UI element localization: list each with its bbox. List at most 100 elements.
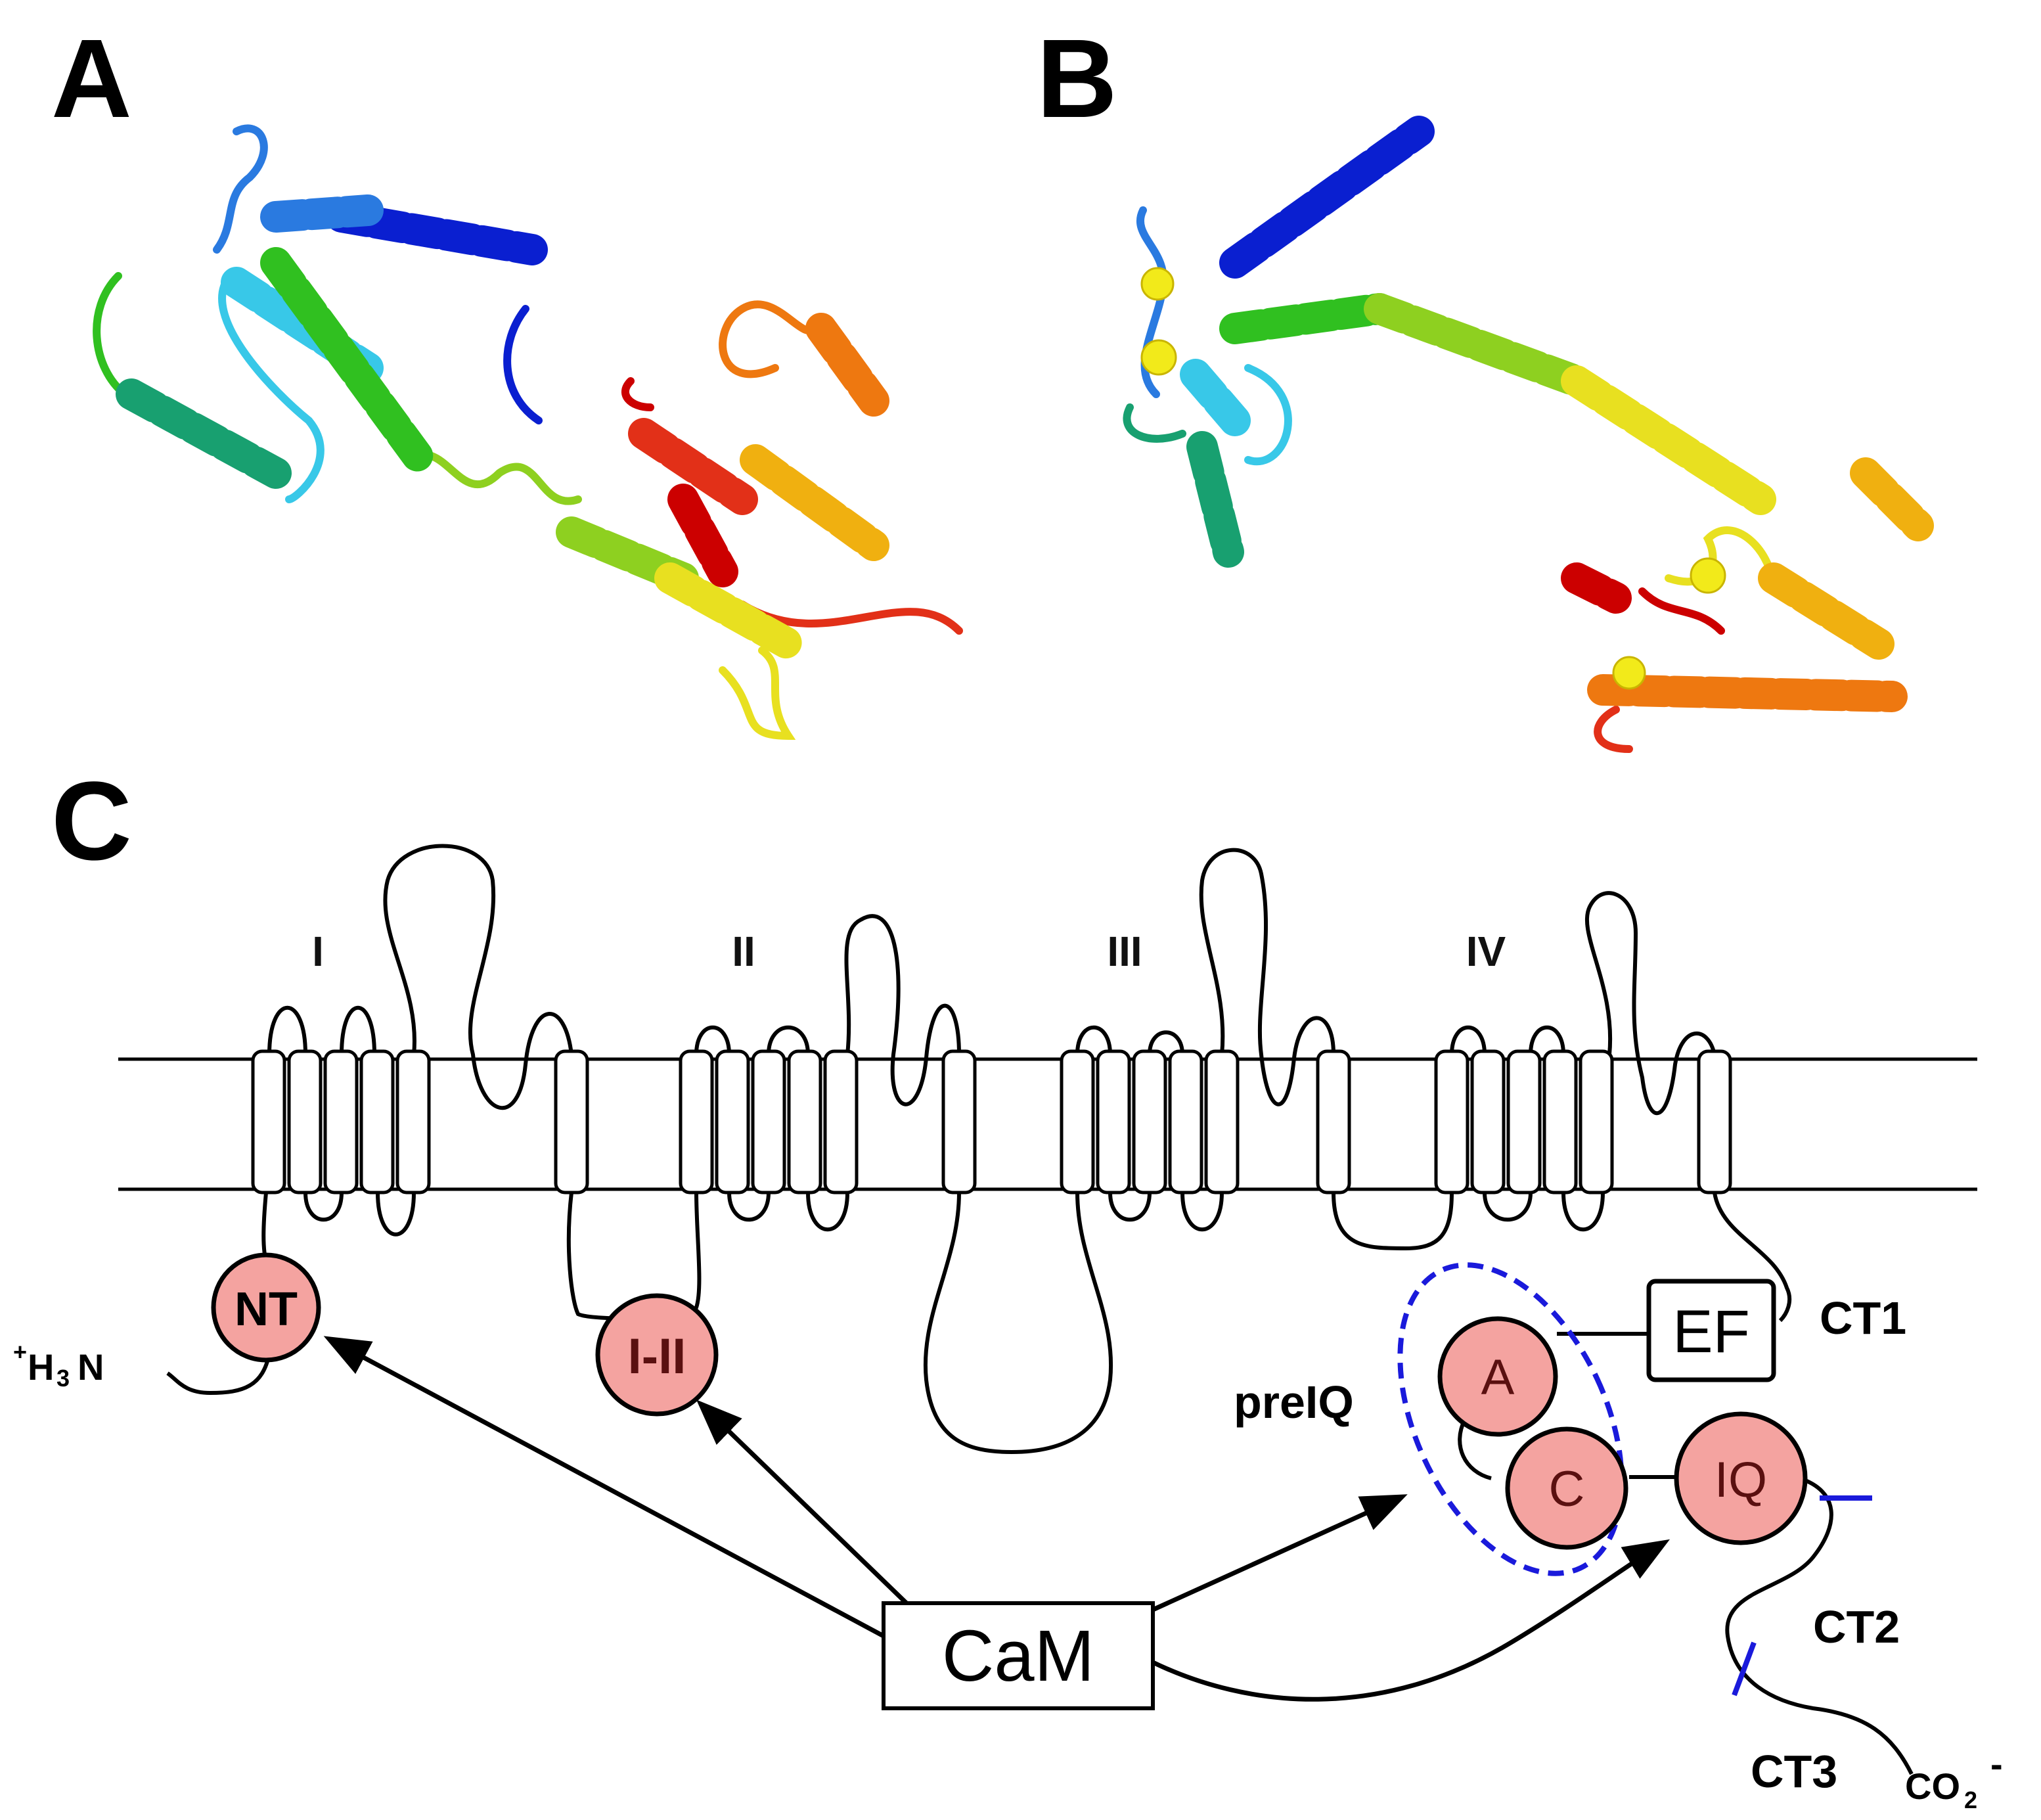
arrow-cam-to-i-ii [696,1399,908,1605]
ef-box-label: EF [1672,1298,1750,1365]
coil-a-1 [213,124,268,254]
helix-b-9 [1587,674,1908,712]
helix-a-8 [628,418,758,515]
panel-a: A [51,16,963,740]
helix-b-8 [1758,562,1895,660]
helix-a-7 [654,562,804,660]
ct1-label: CT1 [1820,1292,1906,1344]
ic-loop-1a [303,1192,344,1222]
segment-2-s6 [941,1049,977,1194]
repeat-4-segments [1434,1049,1732,1194]
ic-loop-4a [1483,1192,1533,1222]
coil-a-6 [719,647,796,740]
segment-2-s1 [679,1049,714,1194]
coil-b-2 [1123,403,1186,443]
ef-box-frame [1646,1279,1776,1382]
helix-b-10 [1561,562,1632,614]
domain-c: C [1505,1426,1628,1550]
helix-b-7 [1850,457,1934,541]
segment-1-s3 [323,1049,359,1194]
panel-b: B [1037,16,1934,753]
ic-loop-1b [376,1192,416,1237]
transmembrane-segments [251,1049,1732,1194]
nt-tail [166,1353,271,1396]
domain-circle-nt [211,1252,321,1363]
ec-loop-3a [1075,1025,1112,1055]
coil-a-4 [218,272,325,503]
domain-i-ii: I-II [595,1293,719,1417]
helix-b-1 [1219,116,1435,279]
c-terminus-minus: - [1990,1743,2003,1785]
segment-4-s2 [1470,1049,1506,1194]
ec-loop-4b [1529,1025,1565,1055]
ec-loop-4a [1450,1025,1487,1055]
repeat-2-segments [679,1049,977,1194]
helix-a-2 [260,194,384,233]
coil-a-7 [738,601,963,635]
protein-structure-a [93,124,963,740]
repeat-label-3: III [1107,928,1142,975]
calcium-ion-2 [1140,339,1177,376]
coil-b-6 [1594,706,1633,753]
extracellular-loops [267,844,1716,1116]
panel-label-b: B [1037,16,1117,141]
c-terminal-tail [1725,1476,1914,1775]
repeat-label-4: IV [1466,928,1506,975]
coil-a-5 [403,450,582,505]
helix-b-2 [1219,293,1395,344]
coil-b-3 [1244,364,1292,466]
domain-iq: IQ [1674,1411,1808,1545]
pore-loop-3 [1199,848,1335,1106]
panel-label-a: A [51,16,132,141]
domain-circle-a [1437,1316,1558,1437]
arrow-cam-to-nt [323,1336,885,1639]
a-to-c-linker [1458,1418,1492,1480]
ec-loop-2a [694,1025,731,1055]
domain-nt: NT [211,1252,321,1363]
ec-loop-1a [267,1005,307,1055]
domain-label-iq: IQ [1715,1452,1767,1508]
n-terminus-subscript: 3 [56,1365,70,1392]
segment-2-s2 [715,1049,750,1194]
ct2-label: CT2 [1813,1601,1900,1652]
calcium-ion-4 [1612,656,1646,690]
domain-label-c: C [1549,1461,1585,1517]
ic-loop-II-III [923,1192,1113,1455]
helix-a-4 [116,378,292,489]
coil-a-3 [93,272,129,398]
segment-2-s5 [823,1049,859,1194]
ec-loop-3b [1148,1030,1184,1055]
nt-linker [261,1192,268,1262]
cam-box-label: CaM [942,1616,1094,1696]
coil-b-5 [1638,587,1725,635]
ct1-linker [1713,1192,1792,1323]
segment-3-s5 [1204,1049,1240,1194]
domain-label-a: A [1481,1350,1515,1405]
segment-3-s6 [1316,1049,1351,1194]
repeat-label-1: I [312,928,324,975]
helix-a-5 [260,247,436,476]
segment-3-s3 [1132,1049,1167,1194]
arrow-cam-to-iq [1152,1539,1671,1702]
helix-b-3 [1364,293,1592,397]
arrow-cam-to-preiq [1152,1494,1408,1612]
n-terminus-plus: + [13,1338,27,1365]
preiq-region-outline [1397,1262,1625,1576]
repeat-3-segments [1060,1049,1351,1194]
helix-a-10 [805,313,889,417]
pore-loop-2 [844,914,961,1106]
repeat-label-2: II [732,928,755,975]
pore-loop-4 [1584,891,1716,1116]
helix-b-6 [1186,431,1244,568]
segment-3-s2 [1096,1049,1131,1194]
segment-4-s4 [1542,1049,1578,1194]
ef-hand-box: EF [1646,1279,1776,1382]
panel-c: C I II III IV [13,759,2003,1813]
domain-a: A [1437,1316,1558,1437]
helix-a-11 [740,444,889,561]
segment-4-s6 [1697,1049,1732,1194]
ic-loop-3a [1108,1192,1152,1222]
segment-1-s4 [359,1049,395,1194]
ic-loop-4b [1561,1192,1605,1232]
